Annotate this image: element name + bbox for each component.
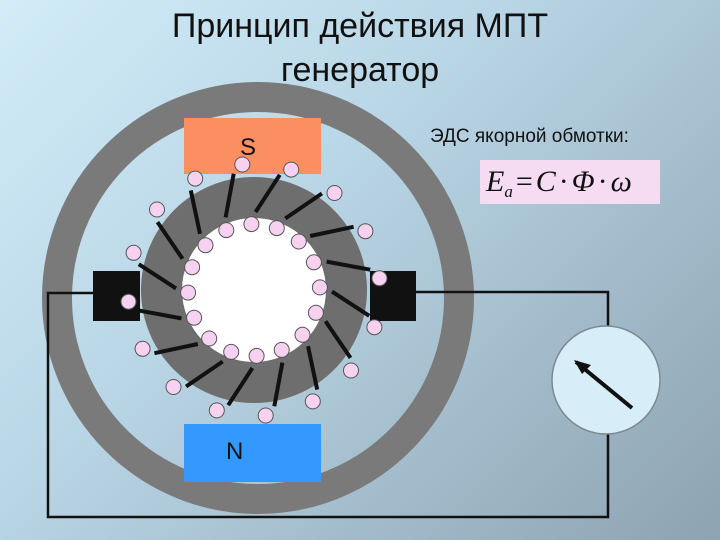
conductor-inner	[294, 326, 311, 343]
conductor-outer	[343, 362, 359, 379]
voltmeter-icon	[551, 325, 661, 435]
conductor-inner	[218, 222, 235, 239]
conductor-outer	[134, 340, 151, 357]
title-line-1: Принцип действия МПТ	[171, 7, 549, 45]
conductor-outer	[149, 201, 165, 218]
conductor-inner	[197, 237, 214, 254]
conductor-outer	[165, 379, 182, 395]
conductor-inner	[273, 341, 290, 358]
conductor-outer	[187, 170, 204, 187]
conductor-outer	[120, 293, 137, 310]
conductor-outer	[326, 185, 343, 201]
conductors	[120, 156, 388, 424]
conductor-outer	[257, 407, 274, 424]
winding-bar	[137, 262, 178, 291]
conductor-inner	[186, 309, 203, 326]
winding-bar	[188, 189, 202, 235]
winding-bar	[137, 308, 182, 321]
conductor-inner	[311, 279, 328, 296]
conductor-inner	[184, 259, 201, 276]
south-pole-label: S	[240, 134, 256, 161]
stator-ring	[42, 82, 474, 514]
winding-bar	[284, 191, 324, 221]
emf-formula-box: Ea=C·Φ·ω	[480, 160, 660, 204]
formula-equals: =	[515, 165, 533, 198]
conductor-inner	[201, 330, 218, 347]
conductor-outer	[125, 244, 142, 261]
formula-dot-1: ·	[558, 165, 569, 198]
armature-inner	[182, 218, 326, 362]
winding-bar	[309, 224, 355, 238]
circuit-wire	[46, 290, 610, 519]
south-pole	[184, 118, 321, 174]
conductor-inner	[243, 216, 260, 233]
winding-bar	[184, 359, 224, 389]
winding-bar	[226, 366, 255, 407]
armature-bars	[137, 173, 371, 407]
conductor-outer	[366, 319, 383, 336]
winding-bar	[223, 173, 236, 218]
conductor-outer	[234, 156, 251, 173]
conductor-outer	[304, 393, 321, 410]
formula-C: C	[535, 165, 556, 198]
conductor-outer	[208, 402, 225, 419]
winding-bar	[272, 362, 285, 407]
north-pole	[184, 424, 321, 482]
winding-bar	[330, 289, 371, 318]
winding-bar	[253, 173, 282, 214]
conductor-outer	[357, 223, 374, 240]
formula-sub-a: a	[504, 182, 513, 201]
conductor-inner	[268, 220, 285, 237]
conductor-outer	[371, 270, 388, 287]
conductor-inner	[307, 304, 324, 321]
winding-bar	[306, 345, 320, 391]
conductor-inner	[290, 233, 307, 250]
slide-title: Принцип действия МПТ генератор	[0, 4, 720, 92]
north-pole-label: N	[226, 438, 243, 465]
winding-bar	[153, 342, 199, 356]
emf-label: ЭДС якорной обмотки:	[430, 126, 629, 147]
conductor-inner	[248, 347, 265, 364]
emf-formula: Ea=C·Φ·ω	[486, 164, 632, 210]
conductor-outer	[283, 161, 300, 178]
conductor-inner	[180, 284, 197, 301]
winding-bar	[323, 320, 353, 360]
meter-needle-arrow	[574, 360, 591, 374]
title-line-2: генератор	[280, 51, 440, 89]
formula-dot-2: ·	[597, 165, 608, 198]
winding-bar	[326, 259, 371, 272]
formula-omega: ω	[610, 165, 632, 198]
conductor-inner	[223, 343, 240, 360]
winding-bar	[155, 220, 185, 260]
formula-Phi: Φ	[571, 165, 595, 198]
formula-E: E	[486, 165, 505, 198]
conductor-inner	[305, 254, 322, 271]
